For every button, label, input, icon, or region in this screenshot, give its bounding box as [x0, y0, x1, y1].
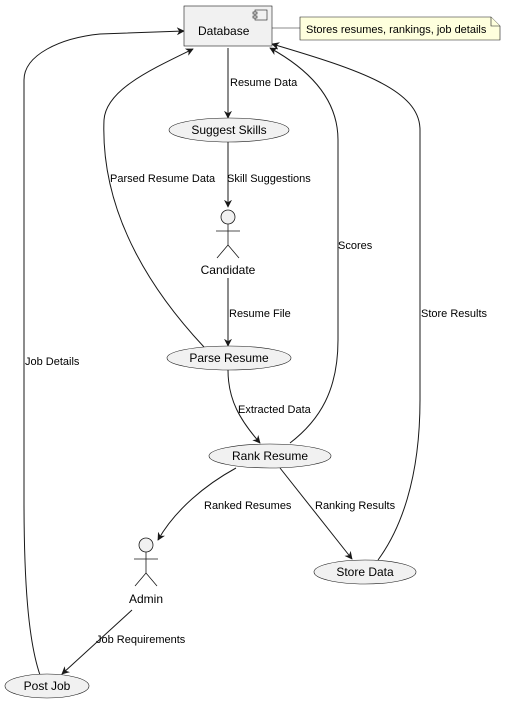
note: Stores resumes, rankings, job details — [272, 16, 501, 41]
post-job-label: Post Job — [24, 679, 71, 693]
use-case-suggest-skills: Suggest Skills — [168, 117, 290, 143]
label-job-details: Job Details — [25, 356, 80, 368]
store-data-label: Store Data — [336, 565, 394, 579]
label-extracted-data: Extracted Data — [238, 404, 312, 416]
label-scores: Scores — [338, 240, 373, 252]
candidate-label: Candidate — [201, 263, 256, 277]
note-text: Stores resumes, rankings, job details — [306, 24, 487, 36]
label-ranked-resumes: Ranked Resumes — [204, 500, 292, 512]
use-case-store-data: Store Data — [313, 559, 417, 585]
edge-ranking-results — [279, 467, 353, 560]
use-case-rank-resume: Rank Resume — [208, 443, 332, 469]
use-case-parse-resume: Parse Resume — [166, 345, 292, 371]
edge-scores — [269, 47, 339, 444]
actor-admin: Admin — [129, 537, 163, 606]
actor-candidate: Candidate — [201, 209, 256, 277]
rank-resume-label: Rank Resume — [232, 449, 308, 463]
edge-extracted-data — [227, 369, 261, 444]
component-icon — [252, 9, 268, 21]
edge-job-requirements — [61, 609, 133, 675]
admin-head — [138, 537, 154, 553]
database-node: Database — [183, 5, 273, 47]
database-label: Database — [198, 24, 250, 38]
edge-parsed-resume-data — [103, 48, 205, 348]
edge-labels: Resume Data Skill Suggestions Parsed Res… — [25, 77, 488, 646]
label-parsed-resume-data: Parsed Resume Data — [110, 173, 216, 185]
edges — [23, 27, 421, 676]
admin-label: Admin — [129, 592, 163, 606]
label-resume-file: Resume File — [229, 308, 291, 320]
label-job-requirements: Job Requirements — [96, 634, 186, 646]
label-store-results: Store Results — [421, 308, 488, 320]
edge-job-details — [23, 27, 185, 676]
label-ranking-results: Ranking Results — [315, 500, 396, 512]
label-skill-suggestions: Skill Suggestions — [227, 173, 311, 185]
edge-store-results — [271, 42, 421, 561]
parse-resume-label: Parse Resume — [189, 351, 269, 365]
use-case-post-job: Post Job — [4, 673, 90, 699]
candidate-head — [220, 209, 236, 225]
edge-ranked-resumes — [157, 467, 237, 541]
suggest-skills-label: Suggest Skills — [191, 123, 266, 137]
label-resume-data: Resume Data — [230, 77, 298, 89]
